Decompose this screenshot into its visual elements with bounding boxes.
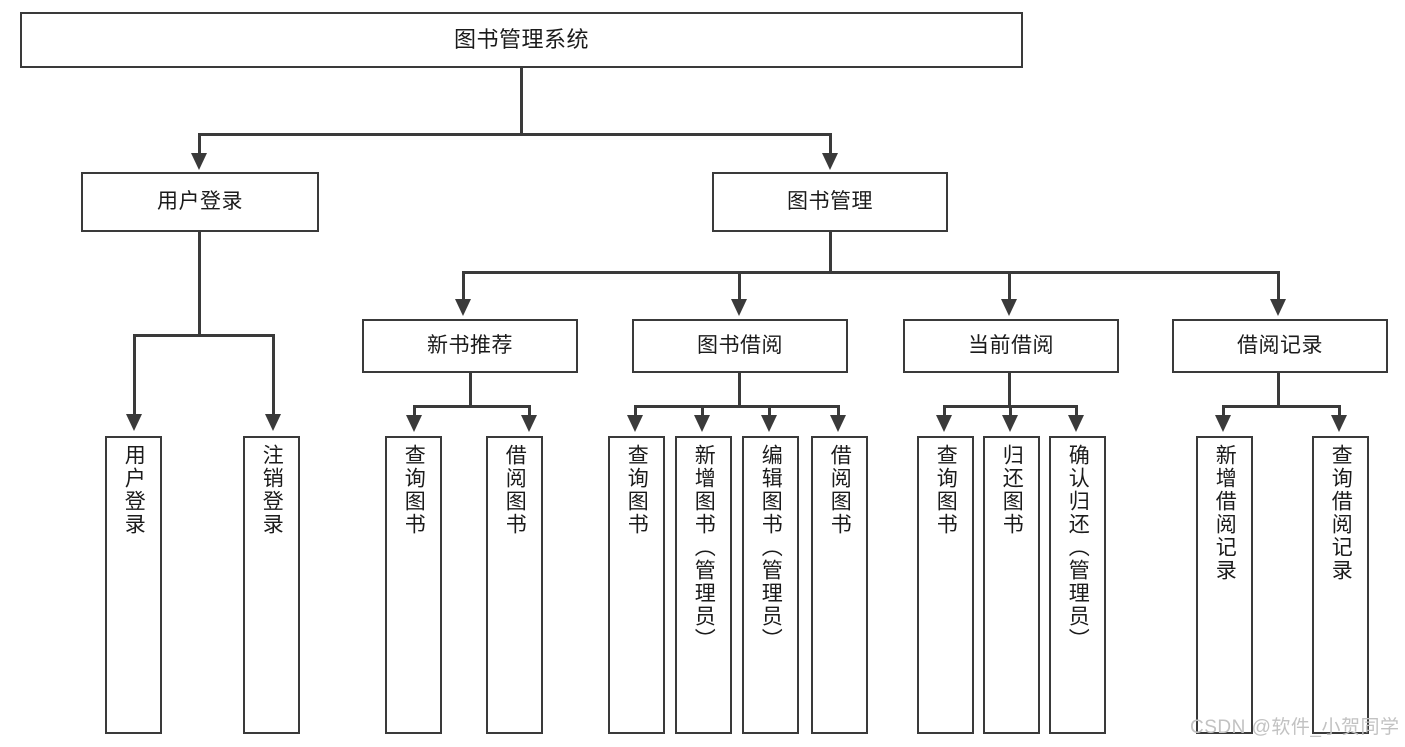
node-label: 编辑图书（管理员）	[759, 444, 783, 651]
arrowhead-to-book-borrow	[731, 299, 747, 316]
leaf-query-book-recommend[interactable]: 查询图书	[385, 436, 442, 734]
arrowhead-to-leaf-user-login	[126, 414, 142, 431]
connector-currentborrow-drop-3	[1075, 405, 1078, 417]
connector-root-bus	[198, 133, 832, 136]
node-label: 用户登录	[157, 189, 243, 213]
node-label: 用户登录	[122, 444, 146, 536]
connector-currentborrow-drop-1	[943, 405, 946, 417]
connector-bookborrow-drop-4	[837, 405, 840, 417]
connector-bookborrow-bus	[634, 405, 839, 408]
connector-currentborrow-drop-2	[1009, 405, 1012, 417]
node-label: 借阅图书	[503, 444, 527, 536]
connector-newbook-bus	[413, 405, 531, 408]
connector-newbook-drop-2	[528, 405, 531, 417]
node-label: 图书管理	[787, 189, 873, 213]
arrowhead-to-leaf-query-record	[1331, 415, 1347, 432]
node-label: 图书借阅	[697, 333, 783, 357]
arrowhead-to-new-book-recommend	[455, 299, 471, 316]
connector-borrowrecord-drop-1	[1222, 405, 1225, 417]
arrowhead-to-user-login	[191, 153, 207, 170]
node-label: 当前借阅	[968, 333, 1054, 357]
arrowhead-to-leaf-logout	[265, 414, 281, 431]
leaf-return-book[interactable]: 归还图书	[983, 436, 1040, 734]
node-label: 注销登录	[260, 444, 284, 536]
connector-root-right-drop	[829, 133, 832, 155]
connector-userlogin-stem	[198, 232, 201, 336]
connector-userlogin-drop-1	[133, 334, 136, 416]
connector-bookborrow-stem	[738, 373, 741, 407]
node-label: 新增借阅记录	[1213, 444, 1237, 582]
node-book-manage[interactable]: 图书管理	[712, 172, 948, 232]
connector-bookmanage-stem	[829, 232, 832, 274]
connector-userlogin-bus	[133, 334, 275, 337]
node-label: 新增图书（管理员）	[692, 444, 716, 651]
connector-bookmanage-bus	[462, 271, 1279, 274]
node-root-system[interactable]: 图书管理系统	[20, 12, 1023, 68]
connector-bookmanage-drop-3	[1008, 271, 1011, 301]
leaf-borrow-book-recommend[interactable]: 借阅图书	[486, 436, 543, 734]
leaf-user-login[interactable]: 用户登录	[105, 436, 162, 734]
node-label: 归还图书	[1000, 444, 1024, 536]
leaf-logout[interactable]: 注销登录	[243, 436, 300, 734]
connector-root-stem	[520, 68, 523, 135]
node-label: 新书推荐	[427, 333, 513, 357]
leaf-query-book-borrow[interactable]: 查询图书	[608, 436, 665, 734]
node-borrow-record[interactable]: 借阅记录	[1172, 319, 1388, 373]
arrowhead-to-leaf-confirm-return	[1068, 415, 1084, 432]
connector-currentborrow-stem	[1008, 373, 1011, 407]
node-label: 图书管理系统	[453, 27, 589, 53]
arrowhead-to-leaf-return-book	[1002, 415, 1018, 432]
connector-bookmanage-drop-1	[462, 271, 465, 301]
node-label: 查询图书	[934, 444, 958, 536]
leaf-confirm-return[interactable]: 确认归还（管理员）	[1049, 436, 1106, 734]
connector-root-left-drop	[198, 133, 201, 155]
arrowhead-to-leaf-borrow-book-b	[830, 415, 846, 432]
connector-bookborrow-drop-3	[768, 405, 771, 417]
arrowhead-to-leaf-borrow-book-a	[521, 415, 537, 432]
connector-borrowrecord-stem	[1277, 373, 1280, 407]
arrowhead-to-current-borrow	[1001, 299, 1017, 316]
node-label: 查询图书	[402, 444, 426, 536]
leaf-borrow-book[interactable]: 借阅图书	[811, 436, 868, 734]
arrowhead-to-leaf-add-book	[694, 415, 710, 432]
connector-newbook-drop-1	[413, 405, 416, 417]
arrowhead-to-leaf-add-record	[1215, 415, 1231, 432]
arrowhead-to-leaf-query-book-b	[627, 415, 643, 432]
node-new-book-recommend[interactable]: 新书推荐	[362, 319, 578, 373]
connector-newbook-stem	[469, 373, 472, 407]
arrowhead-to-leaf-query-book-a	[406, 415, 422, 432]
connector-borrowrecord-bus	[1222, 405, 1340, 408]
node-book-borrow[interactable]: 图书借阅	[632, 319, 848, 373]
arrowhead-to-leaf-query-book-c	[936, 415, 952, 432]
node-user-login[interactable]: 用户登录	[81, 172, 319, 232]
leaf-add-borrow-record[interactable]: 新增借阅记录	[1196, 436, 1253, 734]
connector-bookborrow-drop-2	[701, 405, 704, 417]
connector-userlogin-drop-2	[272, 334, 275, 416]
leaf-query-book-current[interactable]: 查询图书	[917, 436, 974, 734]
node-label: 查询借阅记录	[1329, 444, 1353, 582]
leaf-add-book[interactable]: 新增图书（管理员）	[675, 436, 732, 734]
node-label: 查询图书	[625, 444, 649, 536]
node-label: 借阅记录	[1237, 333, 1323, 357]
connector-borrowrecord-drop-2	[1338, 405, 1341, 417]
node-label: 确认归还（管理员）	[1066, 444, 1090, 651]
arrowhead-to-leaf-edit-book	[761, 415, 777, 432]
connector-bookmanage-drop-4	[1277, 271, 1280, 301]
arrowhead-to-borrow-record	[1270, 299, 1286, 316]
connector-bookmanage-drop-2	[738, 271, 741, 301]
arrowhead-to-book-manage	[822, 153, 838, 170]
leaf-query-borrow-record[interactable]: 查询借阅记录	[1312, 436, 1369, 734]
node-current-borrow[interactable]: 当前借阅	[903, 319, 1119, 373]
leaf-edit-book[interactable]: 编辑图书（管理员）	[742, 436, 799, 734]
node-label: 借阅图书	[828, 444, 852, 536]
connector-bookborrow-drop-1	[634, 405, 637, 417]
csdn-watermark: CSDN @软件_小贺同学	[1190, 717, 1400, 738]
